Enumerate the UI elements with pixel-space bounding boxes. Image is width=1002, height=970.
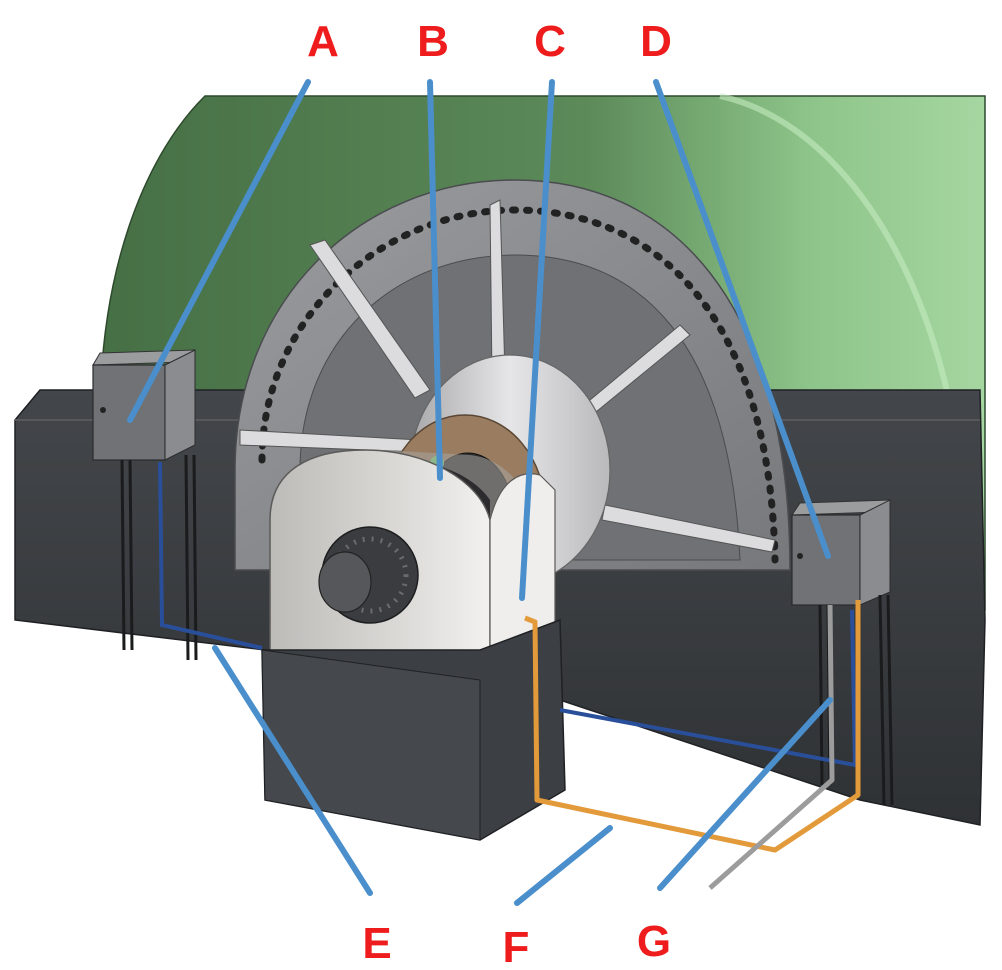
housing-highlight xyxy=(719,93,963,461)
callout-f: F xyxy=(503,923,530,970)
leader-line-f xyxy=(514,825,613,906)
callout-d: D xyxy=(640,17,672,66)
right-junction-box xyxy=(791,499,892,606)
bolt-circle xyxy=(258,206,779,564)
callout-b: B xyxy=(417,17,449,66)
shaft-end xyxy=(318,551,372,613)
callout-e: E xyxy=(362,919,391,968)
callout-g: G xyxy=(637,917,671,966)
blue-conduit xyxy=(158,461,858,768)
leader-line-a xyxy=(127,79,311,423)
leader-line-b xyxy=(427,79,443,481)
pedestal-base-front xyxy=(261,649,481,841)
callout-a: A xyxy=(307,17,339,66)
orange-oil-pipe xyxy=(524,600,861,853)
gray-pipe xyxy=(708,604,835,890)
leader-lines xyxy=(127,79,833,906)
callout-letters: A B C D E F G xyxy=(307,17,672,970)
left-junction-box xyxy=(92,349,197,461)
leader-line-d xyxy=(653,79,831,559)
shaft-coupling-ring xyxy=(331,536,409,614)
leader-line-g xyxy=(657,697,833,891)
leader-line-c xyxy=(519,79,555,601)
end-shield-spokes xyxy=(239,199,776,553)
callout-c: C xyxy=(534,17,566,66)
leader-line-e xyxy=(212,645,373,896)
